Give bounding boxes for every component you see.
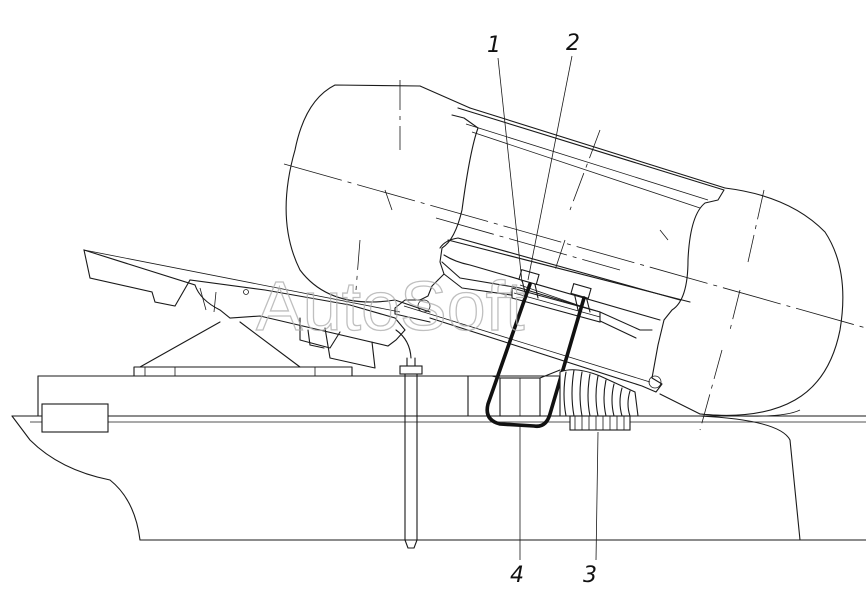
leader-1 <box>497 57 523 283</box>
u-bolt <box>485 282 586 429</box>
frame-bracket <box>41 403 109 433</box>
support-block <box>467 369 561 417</box>
callout-3: 3 <box>583 563 597 588</box>
leader-lines <box>497 55 599 561</box>
wheel-rim <box>394 107 725 393</box>
hinge-lever <box>83 249 406 369</box>
spare-tire <box>285 84 844 417</box>
chassis-frame <box>11 375 866 541</box>
centerlines <box>283 80 866 431</box>
watermark: AutoSoft <box>256 267 525 345</box>
leader-2 <box>527 55 573 281</box>
callout-4: 4 <box>510 563 524 588</box>
leader-3 <box>595 431 599 561</box>
rubber-cushion <box>559 369 639 431</box>
callout-2: 2 <box>566 31 580 56</box>
vertical-stud <box>395 329 423 549</box>
mounting-platform <box>133 321 353 377</box>
callout-1: 1 <box>487 33 501 58</box>
